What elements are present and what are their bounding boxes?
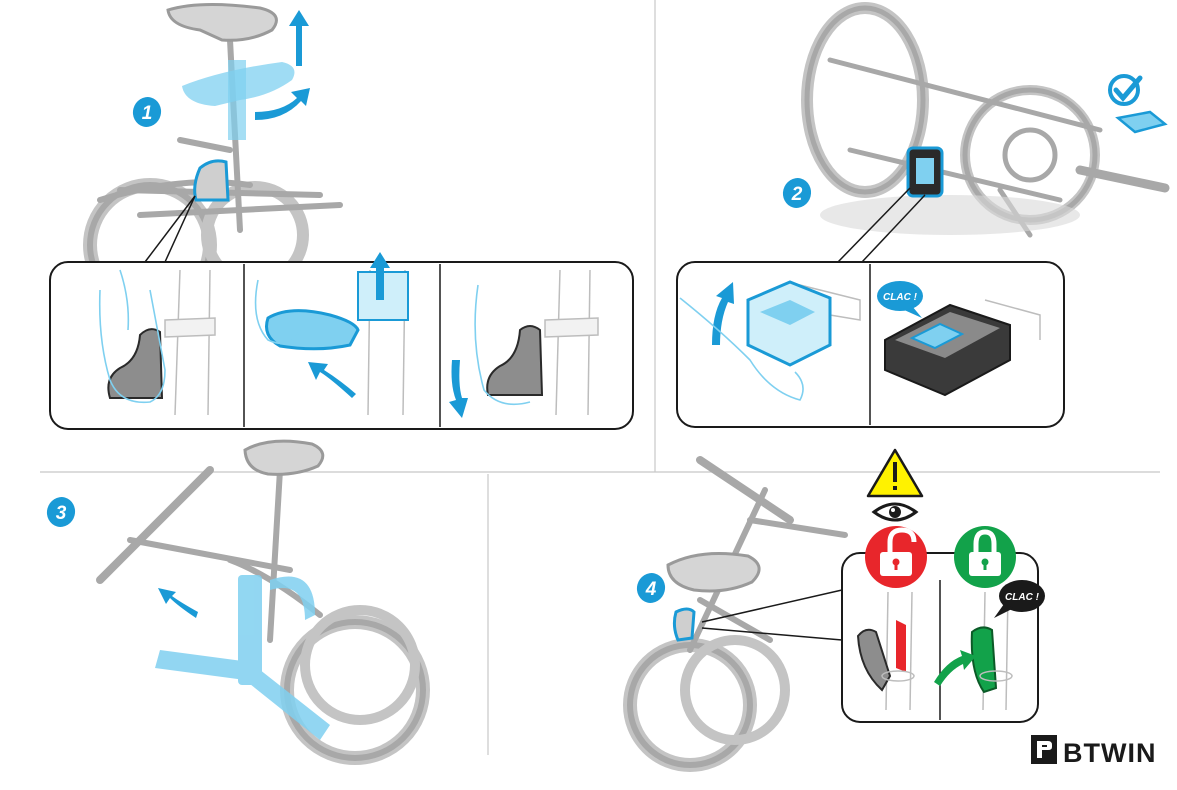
hand-outline [679,297,804,401]
step-4-pointer-lines [701,589,843,641]
fold-direction-arrow-icon [158,588,198,618]
step-4-panel: 4 [623,448,1045,772]
step-3-bike-illustration [96,466,430,765]
hand-outline [474,284,531,406]
lever-closed-state [934,591,1013,711]
step-2-pointer-lines [837,187,926,263]
lever-closed [486,325,544,396]
step-3-number: 3 [56,503,67,524]
locked-padlock-icon [954,526,1016,588]
rotate-arrow-icon [255,88,310,120]
brand-name: BTWIN [1063,738,1156,768]
step-2-panel: 2 CLAC ! [676,2,1170,428]
step-3-panel: 3 [46,439,430,765]
step-2b-clip-engaged: CLAC ! [877,281,1041,397]
step-1-badge: 1 [132,97,162,127]
step-2-bike-illustration [801,2,1170,238]
eye-icon [871,502,919,522]
folding-frame-highlight [155,575,330,740]
step-3-badge: 3 [46,497,76,527]
seat-clamp-lever [672,607,696,642]
step-4-badge: 4 [636,573,666,603]
hand-outline [254,279,301,345]
step-4-bike-illustration [623,456,848,772]
clac-bubble-step-2: CLAC ! [877,281,923,318]
step-1b-open-lever [254,252,409,416]
brand-logo: BTWIN [1031,735,1156,768]
step-2a-attach-clip [679,280,861,401]
clac-label: CLAC ! [1005,592,1040,603]
step-1c-lever-closed-again [449,269,599,418]
step-1-panel: 1 [49,2,634,430]
saddle [243,439,325,476]
saddle [166,2,278,42]
seatpost-ghost [228,60,246,140]
pedal-folded-highlight [1115,110,1168,134]
hand-outline [98,289,166,404]
step-1a-close-lever [98,269,216,416]
lever-open-state [856,591,915,711]
swing-arrow-icon [308,362,356,398]
pull-up-arrow-icon [370,252,390,300]
step-2-badge: 2 [782,178,812,208]
lever-closed [107,328,164,399]
clac-bubble-step-4: CLAC ! [994,580,1045,618]
panel-dividers [40,0,1160,755]
warning-triangle-icon [866,448,924,498]
saddle [666,551,761,593]
push-down-arrow-icon [449,360,468,418]
step-1-pointer-lines [144,195,196,263]
step-4-number: 4 [645,579,657,600]
lift-up-arrow-icon [289,10,309,66]
lever-open [265,309,360,351]
step-2-number: 2 [791,184,803,205]
unlocked-padlock-icon [865,526,927,588]
step-1-number: 1 [142,103,153,124]
ground-shadow [820,195,1080,235]
close-lever-arrow-icon [934,650,976,686]
checkmark-icon [1108,74,1143,106]
clac-label: CLAC ! [883,292,918,303]
seat-clamp-lever [193,159,230,202]
